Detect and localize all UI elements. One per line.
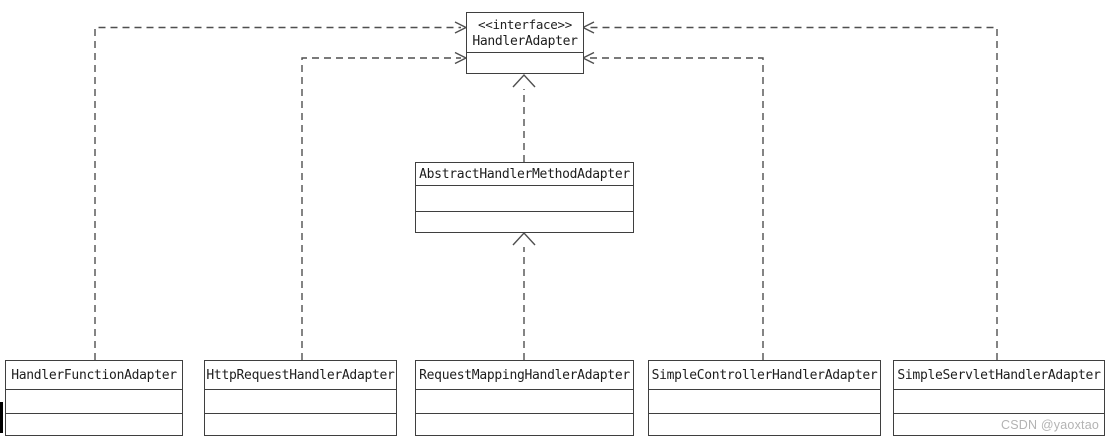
class-title-handlerfunctionadapter: HandlerFunctionAdapter <box>6 361 182 389</box>
empty-compartment <box>416 211 633 232</box>
class-box-simpleservlethandleradapter: SimpleServletHandlerAdapter CSDN @yaoxta… <box>893 360 1105 436</box>
class-box-handleradapter: <<interface>> HandlerAdapter <box>466 12 584 74</box>
class-title-simpleservlethandleradapter: SimpleServletHandlerAdapter <box>894 361 1104 389</box>
class-name-label: AbstractHandlerMethodAdapter <box>419 166 630 182</box>
class-name-label: RequestMappingHandlerAdapter <box>419 367 630 383</box>
connector-simplecontrollerhandleradapter-line <box>588 57 764 360</box>
class-title-simplecontrollerhandleradapter: SimpleControllerHandlerAdapter <box>649 361 880 389</box>
arrowhead-into-handleradapter-bottom <box>512 73 536 88</box>
empty-compartment <box>205 389 396 413</box>
empty-compartment <box>416 413 633 435</box>
empty-compartment: CSDN @yaoxtao <box>894 413 1104 435</box>
class-name-label: HandlerFunctionAdapter <box>11 367 177 383</box>
empty-compartment <box>894 389 1104 413</box>
class-name-label: HandlerAdapter <box>472 33 578 49</box>
class-box-requestmappinghandleradapter: RequestMappingHandlerAdapter <box>415 360 634 436</box>
class-name-label: HttpRequestHandlerAdapter <box>206 367 395 383</box>
empty-compartment <box>467 52 583 73</box>
class-title-httprequesthandleradapter: HttpRequestHandlerAdapter <box>205 361 396 389</box>
stereotype-label: <<interface>> <box>478 16 572 32</box>
class-name-label: SimpleServletHandlerAdapter <box>897 367 1101 383</box>
csdn-watermark: CSDN @yaoxtao <box>1001 417 1099 432</box>
text-cursor-artifact <box>0 402 3 433</box>
class-box-handlerfunctionadapter: HandlerFunctionAdapter <box>5 360 183 436</box>
class-box-abstracthandlermethodadapter: AbstractHandlerMethodAdapter <box>415 162 634 233</box>
class-box-simplecontrollerhandleradapter: SimpleControllerHandlerAdapter <box>648 360 881 436</box>
class-box-httprequesthandleradapter: HttpRequestHandlerAdapter <box>204 360 397 436</box>
class-title-handleradapter: <<interface>> HandlerAdapter <box>467 13 583 52</box>
connector-handlerfunctionadapter-line <box>94 26 461 360</box>
empty-compartment <box>416 389 633 413</box>
empty-compartment <box>6 413 182 435</box>
empty-compartment <box>205 413 396 435</box>
connector-simpleservlethandleradapter-line <box>588 26 998 360</box>
empty-compartment <box>649 413 880 435</box>
empty-compartment <box>6 389 182 413</box>
class-title-abstracthandlermethodadapter: AbstractHandlerMethodAdapter <box>416 163 633 185</box>
empty-compartment <box>416 185 633 211</box>
connector-httprequesthandleradapter-line <box>301 57 461 360</box>
arrowhead-into-abstracthandlermethodadapter-bottom <box>512 231 536 246</box>
class-title-requestmappinghandleradapter: RequestMappingHandlerAdapter <box>416 361 633 389</box>
empty-compartment <box>649 389 880 413</box>
class-name-label: SimpleControllerHandlerAdapter <box>651 367 878 383</box>
